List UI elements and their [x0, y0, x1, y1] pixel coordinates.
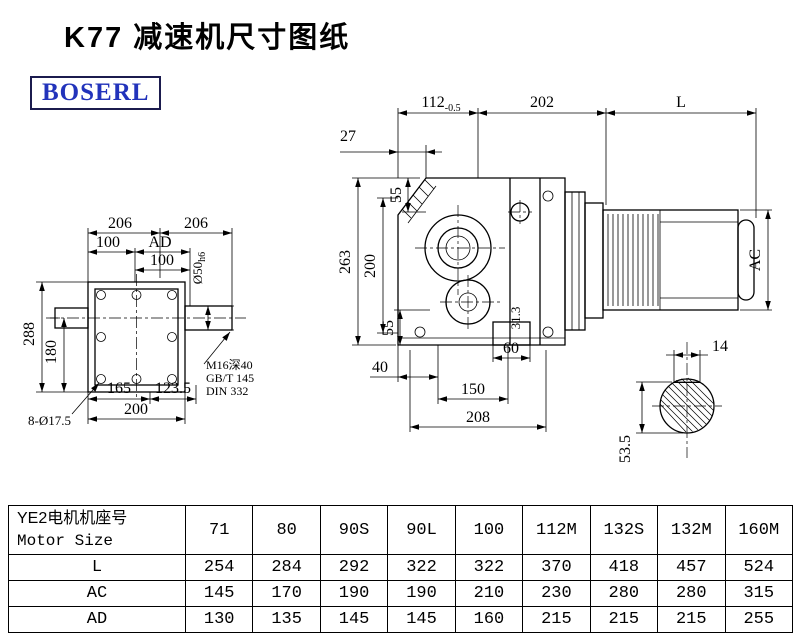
table-cell: 418	[589, 554, 659, 581]
dimension-labels: 112-0.5 202 L 27 263 200 55 55 31.3 40 1…	[21, 94, 764, 463]
dim-112-label: 112-0.5	[421, 94, 460, 114]
dim-288-label: 288	[21, 322, 38, 346]
technical-drawing: 112-0.5 202 L 27 263 200 55 55 31.3 40 1…	[21, 94, 772, 463]
dim-53-5-label: 53.5	[617, 435, 634, 463]
table-cell: 315	[724, 580, 793, 607]
dim-150-label: 150	[461, 381, 485, 398]
table-cell: 322	[387, 554, 456, 581]
dim-202-label: 202	[530, 94, 554, 111]
motor-size-header-cell: YE2电机机座号 Motor Size	[8, 505, 186, 555]
table-cell: 130	[184, 606, 254, 633]
thread-callout-line2: GB/T 145	[206, 371, 254, 385]
dim-AD-label: AD	[148, 234, 171, 251]
table-cell: 135	[252, 606, 321, 633]
motor-fins	[571, 192, 738, 330]
row-label: L	[8, 554, 186, 581]
dim-123-5-label: 123.5	[155, 380, 191, 397]
motor-outline	[564, 191, 755, 331]
dim-200v-label: 200	[362, 254, 379, 278]
table-row-AC: AC 145 170 190 190 210 230 280 280 315	[8, 580, 793, 607]
dim-AC-label: AC	[747, 249, 764, 271]
thread-callout-line1: M16深40	[206, 358, 253, 372]
dim-55-bottom-label: 55	[380, 320, 397, 336]
dimension-lines	[36, 108, 772, 434]
table-cell: 254	[184, 554, 254, 581]
dim-L-label: L	[676, 94, 686, 111]
motor-size-label-en: Motor Size	[17, 532, 114, 550]
dim-27-label: 27	[340, 128, 356, 145]
table-cell: 457	[657, 554, 726, 581]
page-title: K77 减速机尺寸图纸	[64, 22, 351, 54]
dim-200b-label: 200	[124, 401, 148, 418]
table-cell: 215	[522, 606, 591, 633]
table-cell: 190	[319, 580, 389, 607]
table-row-L: L 254 284 292 322 322 370 418 457 524	[8, 554, 793, 581]
table-cell: 524	[724, 554, 793, 581]
table-cell: 80	[252, 505, 321, 555]
table-cell: 190	[387, 580, 456, 607]
dim-14-label: 14	[712, 338, 728, 355]
dim-8-holes-label: 8-Ø17.5	[28, 413, 71, 428]
table-cell: 284	[252, 554, 321, 581]
table-cell: 215	[589, 606, 659, 633]
dim-31-3-label: 31.3	[508, 307, 523, 330]
table-cell: 322	[454, 554, 524, 581]
table-cell: 292	[319, 554, 389, 581]
table-cell: 255	[724, 606, 793, 633]
dim-60-label: 60	[503, 340, 519, 357]
table-cell: 280	[589, 580, 659, 607]
brand-logo-box: BOSERL	[30, 76, 162, 110]
table-cell: 210	[454, 580, 524, 607]
row-label: AD	[8, 606, 186, 633]
thread-callout-line3: DIN 332	[206, 384, 248, 398]
table-cell: 90S	[319, 505, 389, 555]
dim-263-label: 263	[337, 250, 354, 274]
dim-180-label: 180	[43, 340, 60, 364]
table-cell: 160	[454, 606, 524, 633]
dim-206a-label: 206	[108, 215, 132, 232]
dim-206b-label: 206	[184, 215, 208, 232]
motor-size-label-cn: YE2电机机座号	[17, 510, 128, 527]
table-cell: 370	[522, 554, 591, 581]
table-cell: 100	[454, 505, 524, 555]
table-cell: 71	[184, 505, 254, 555]
dim-55-top-label: 55	[388, 187, 405, 203]
table-cell: 145	[184, 580, 254, 607]
table-cell: 170	[252, 580, 321, 607]
dim-208-label: 208	[466, 409, 490, 426]
table-cell: 112M	[522, 505, 591, 555]
table-cell: 160M	[724, 505, 793, 555]
table-cell: 145	[387, 606, 456, 633]
table-header-row: YE2电机机座号 Motor Size 71 80 90S 90L 100 11…	[8, 505, 793, 555]
dim-100b-label: 100	[150, 252, 174, 269]
table-cell: 90L	[387, 505, 456, 555]
table-cell: 215	[657, 606, 726, 633]
motor-size-table: YE2电机机座号 Motor Size 71 80 90S 90L 100 11…	[8, 505, 793, 633]
front-view-details	[398, 185, 565, 339]
brand-logo-text: BOSERL	[42, 79, 150, 106]
table-cell: 132M	[657, 505, 726, 555]
table-cell: 145	[319, 606, 389, 633]
dim-100a-label: 100	[96, 234, 120, 251]
table-row-AD: AD 130 135 145 145 160 215 215 215 255	[8, 606, 793, 633]
centerlines	[46, 200, 722, 458]
dim-50h6-label: Ø50h6	[190, 252, 208, 284]
row-label: AC	[8, 580, 186, 607]
front-view-hatching	[401, 179, 435, 219]
dim-40-label: 40	[372, 359, 388, 376]
table-cell: 132S	[589, 505, 659, 555]
table-cell: 280	[657, 580, 726, 607]
table-cell: 230	[522, 580, 591, 607]
dim-165-label: 165	[107, 380, 131, 397]
